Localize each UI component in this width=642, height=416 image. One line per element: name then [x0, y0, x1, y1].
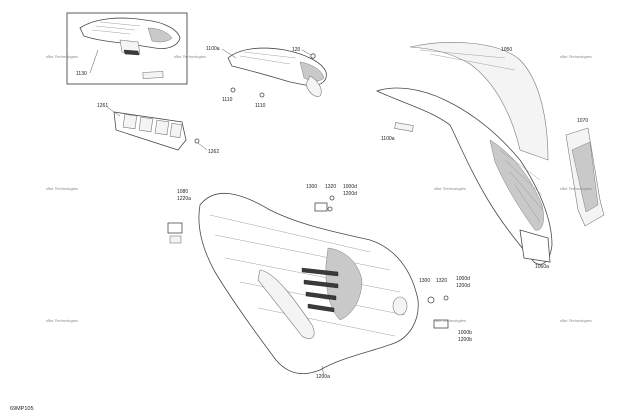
- light-assembly-top: [227, 47, 327, 97]
- watermark: rBot Technologies: [560, 318, 592, 323]
- fastener-mid: [314, 195, 335, 212]
- grille-part: [113, 111, 187, 151]
- watermark: rBot Technologies: [46, 186, 78, 191]
- callout-120: 120: [292, 47, 301, 53]
- fastener-lower: [427, 295, 449, 329]
- callout-1320: 1320: [325, 184, 336, 190]
- callout-1200d-a: 1200d: [343, 191, 357, 197]
- callout-1262: 1262: [208, 149, 219, 155]
- reflector-strip-right: [394, 122, 414, 132]
- main-side-panel: [198, 192, 419, 374]
- callout-1110-a: 1110: [222, 97, 233, 103]
- connector-left: [167, 222, 183, 244]
- right-side-panel: [375, 87, 553, 265]
- callout-1261: 1261: [97, 103, 108, 109]
- diagram-code: 69MP105: [10, 406, 34, 412]
- callout-1200b: 1200b: [458, 337, 472, 343]
- detail-box: [66, 12, 188, 85]
- detail-part-light-housing: [79, 17, 181, 56]
- callout-1000d-a: 1000d: [343, 184, 357, 190]
- watermark: rBot Technologies: [46, 54, 78, 59]
- watermark: rBot Technologies: [174, 54, 206, 59]
- callout-1200a: 1200a: [316, 374, 330, 380]
- callout-1050: 1050: [501, 47, 512, 53]
- watermark: rBot Technologies: [434, 186, 466, 191]
- callout-1080: 1080: [177, 189, 188, 195]
- watermark: rBot Technologies: [434, 318, 466, 323]
- watermark: rBot Technologies: [46, 318, 78, 323]
- windshield: [409, 42, 549, 161]
- callout-1060a: 1060a: [535, 264, 549, 270]
- callout-1300: 1300: [306, 184, 317, 190]
- reflector-strip: [142, 71, 164, 79]
- callout-1110-b: 1110: [255, 103, 266, 109]
- callout-1100a-right: 1100a: [381, 136, 395, 142]
- callout-1000b: 1000b: [458, 330, 472, 336]
- callout-1220a: 1220a: [177, 196, 191, 202]
- callout-1200d-c: 1200d: [456, 283, 470, 289]
- watermark: rBot Technologies: [560, 54, 592, 59]
- right-trim-piece: [565, 127, 605, 227]
- watermark: rBot Technologies: [560, 186, 592, 191]
- callout-1300b: 1300: [419, 278, 430, 284]
- callout-1320b: 1320: [436, 278, 447, 284]
- callout-1000d-c: 1000d: [456, 276, 470, 282]
- callout-1070: 1070: [577, 118, 588, 124]
- callout-1130: 1130: [76, 71, 87, 77]
- callout-1100a: 1100a: [206, 46, 220, 52]
